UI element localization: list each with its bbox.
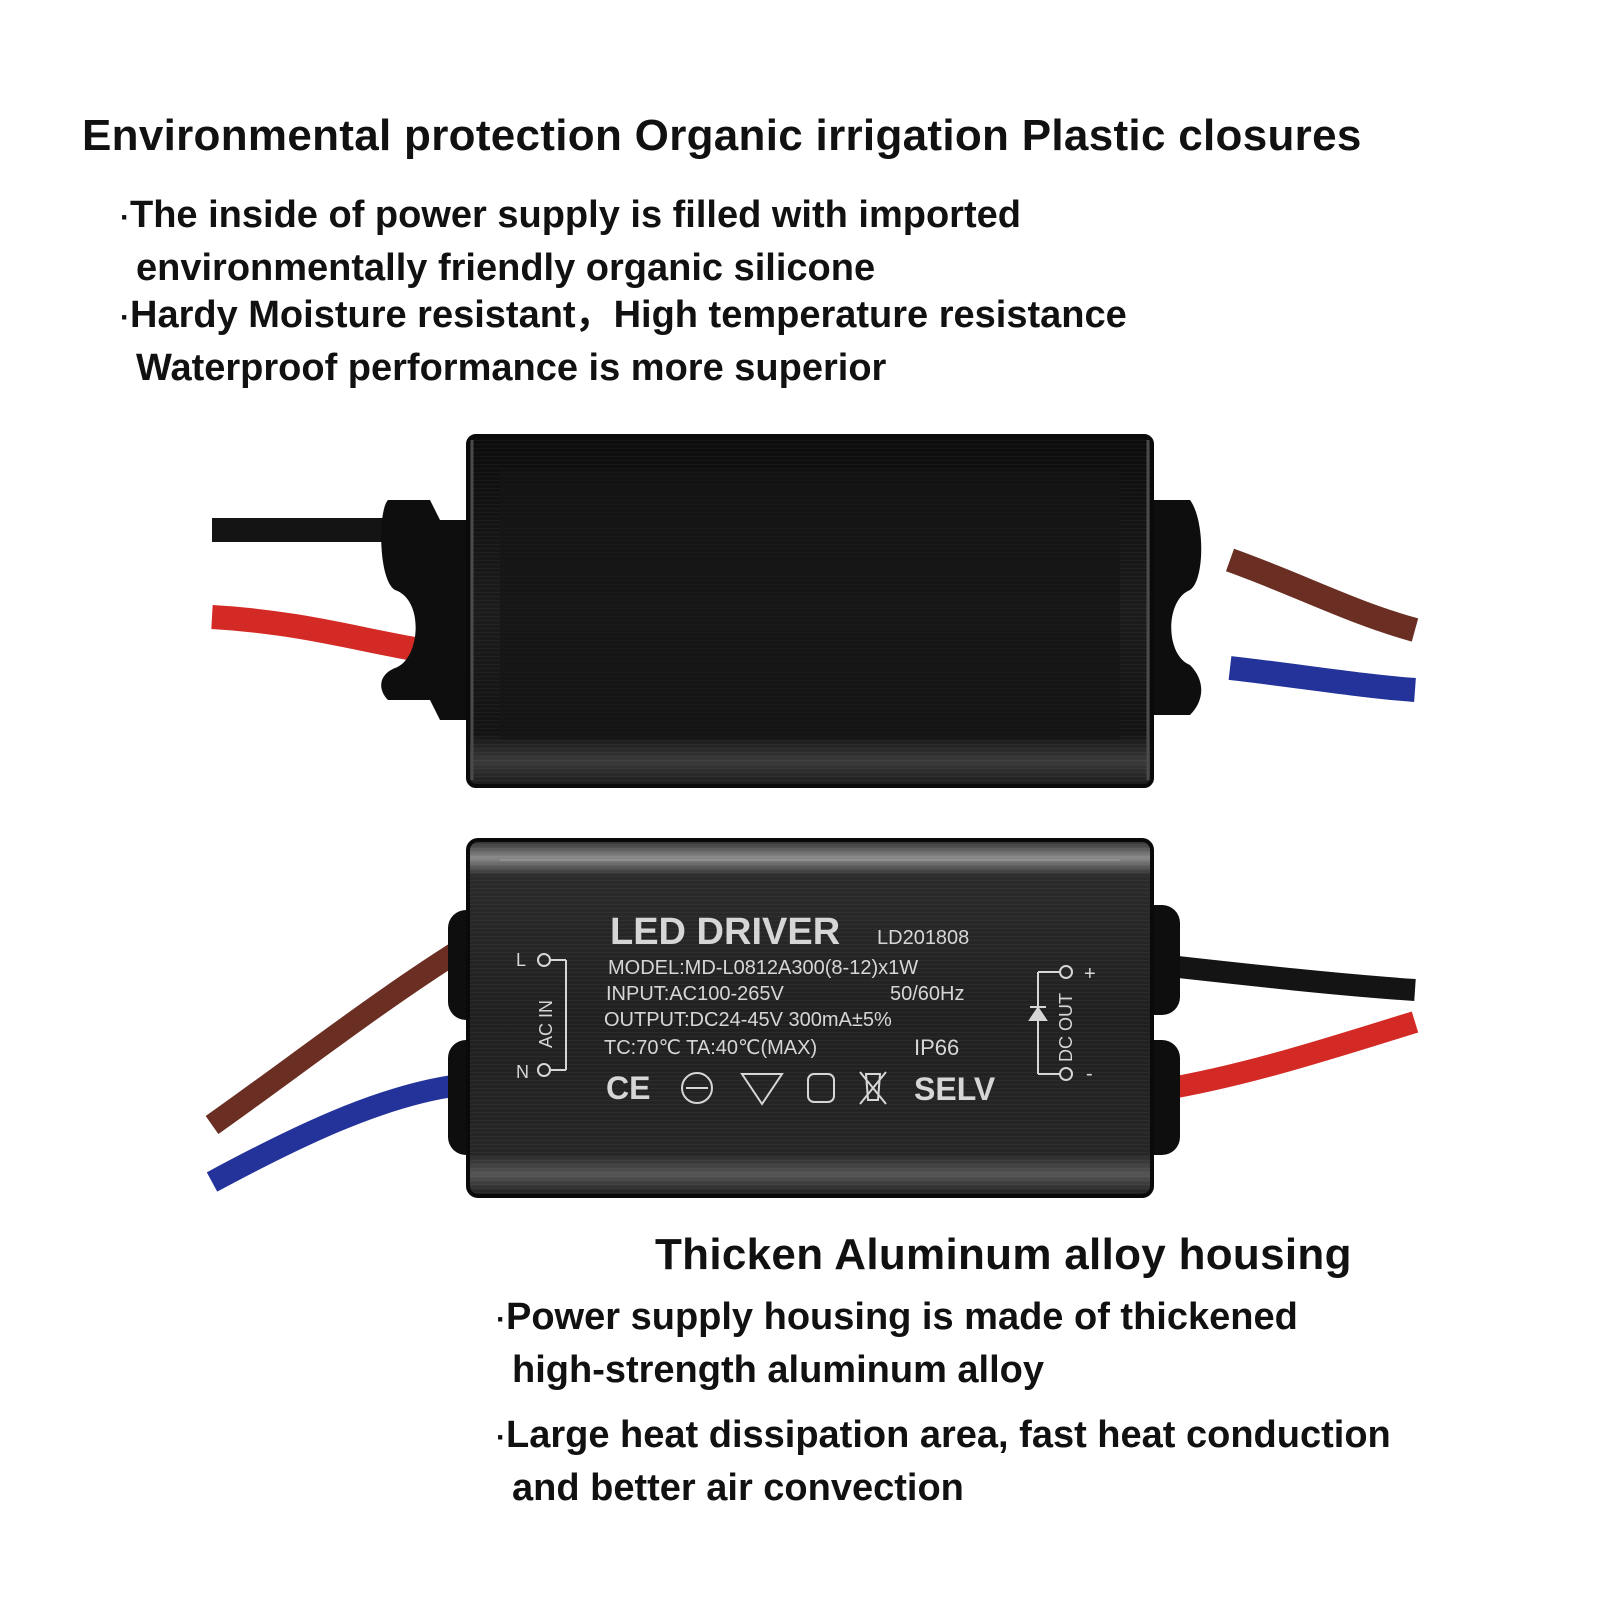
bullet-text: Waterproof performance is more superior [136, 347, 887, 389]
product-label: LED DRIVER LD201808 MODEL:MD-L0812A300(8… [516, 911, 1096, 1107]
bullet-marker: · [496, 1303, 506, 1336]
section2-heading: Thicken Aluminum alloy housing [655, 1230, 1352, 1279]
label-dc-out: DC OUT [1056, 993, 1076, 1062]
bullet-text: Hardy Moisture resistant，High temperatur… [130, 294, 1127, 336]
top-driver [211, 434, 1419, 788]
wire-brown [205, 940, 466, 1134]
label-temps: TC:70℃ TA:40℃(MAX) [604, 1037, 817, 1059]
label-l: L [516, 950, 526, 970]
label-ac-in: AC IN [536, 1000, 556, 1048]
bottom-driver: LED DRIVER LD201808 MODEL:MD-L0812A300(8… [205, 838, 1419, 1198]
right-grommet [1140, 500, 1202, 715]
section1-heading: Environmental protection Organic irrigat… [82, 111, 1362, 160]
diode-icon [1028, 1006, 1048, 1021]
label-frequency: 50/60Hz [890, 983, 965, 1005]
ce-mark: CE [606, 1070, 650, 1106]
bullet-text: Large heat dissipation area, fast heat c… [506, 1414, 1391, 1456]
left-grommet [381, 500, 470, 720]
safety-cert-icon [681, 1072, 713, 1104]
silicone-fill [500, 470, 1120, 740]
bullet-text: high-strength aluminum alloy [512, 1349, 1045, 1391]
bullet-marker: · [496, 1421, 506, 1454]
section2-bullet-1: ·Power supply housing is made of thicken… [496, 1292, 1298, 1395]
label-input: INPUT:AC100-265V [606, 983, 785, 1005]
weee-bin-icon [859, 1071, 887, 1105]
section1-bullet-2: ·Hardy Moisture resistant，High temperatu… [120, 290, 1127, 393]
label-plus: + [1084, 963, 1096, 985]
bullet-text: and better air convection [512, 1467, 964, 1509]
bullet-marker: · [120, 301, 130, 334]
wire-red [1158, 1011, 1419, 1101]
bullet-text: environmentally friendly organic silicon… [136, 247, 876, 289]
label-code: LD201808 [877, 927, 969, 949]
section1-bullet-1: ·The inside of power supply is filled wi… [120, 190, 1021, 293]
label-n: N [516, 1062, 529, 1082]
label-ip-rating: IP66 [914, 1035, 959, 1060]
label-model: MODEL:MD-L0812A300(8-12)x1W [608, 957, 918, 979]
bullet-text: Power supply housing is made of thickene… [506, 1296, 1298, 1338]
f-mark-icon [740, 1073, 784, 1106]
label-selv: SELV [914, 1071, 996, 1107]
wire-blue [206, 1074, 462, 1192]
label-output: OUTPUT:DC24-45V 300mA±5% [604, 1009, 892, 1031]
wire-brown [1225, 548, 1419, 642]
label-minus: - [1086, 1063, 1093, 1085]
wire-blue [1228, 656, 1416, 702]
wire-red [211, 605, 422, 662]
wire-black [1158, 954, 1416, 1001]
bullet-text: The inside of power supply is filled wit… [130, 194, 1021, 236]
section2-bullet-2: ·Large heat dissipation area, fast heat … [496, 1410, 1391, 1513]
label-title: LED DRIVER [610, 911, 840, 953]
class-ii-icon [807, 1073, 835, 1103]
bullet-marker: · [120, 201, 130, 234]
